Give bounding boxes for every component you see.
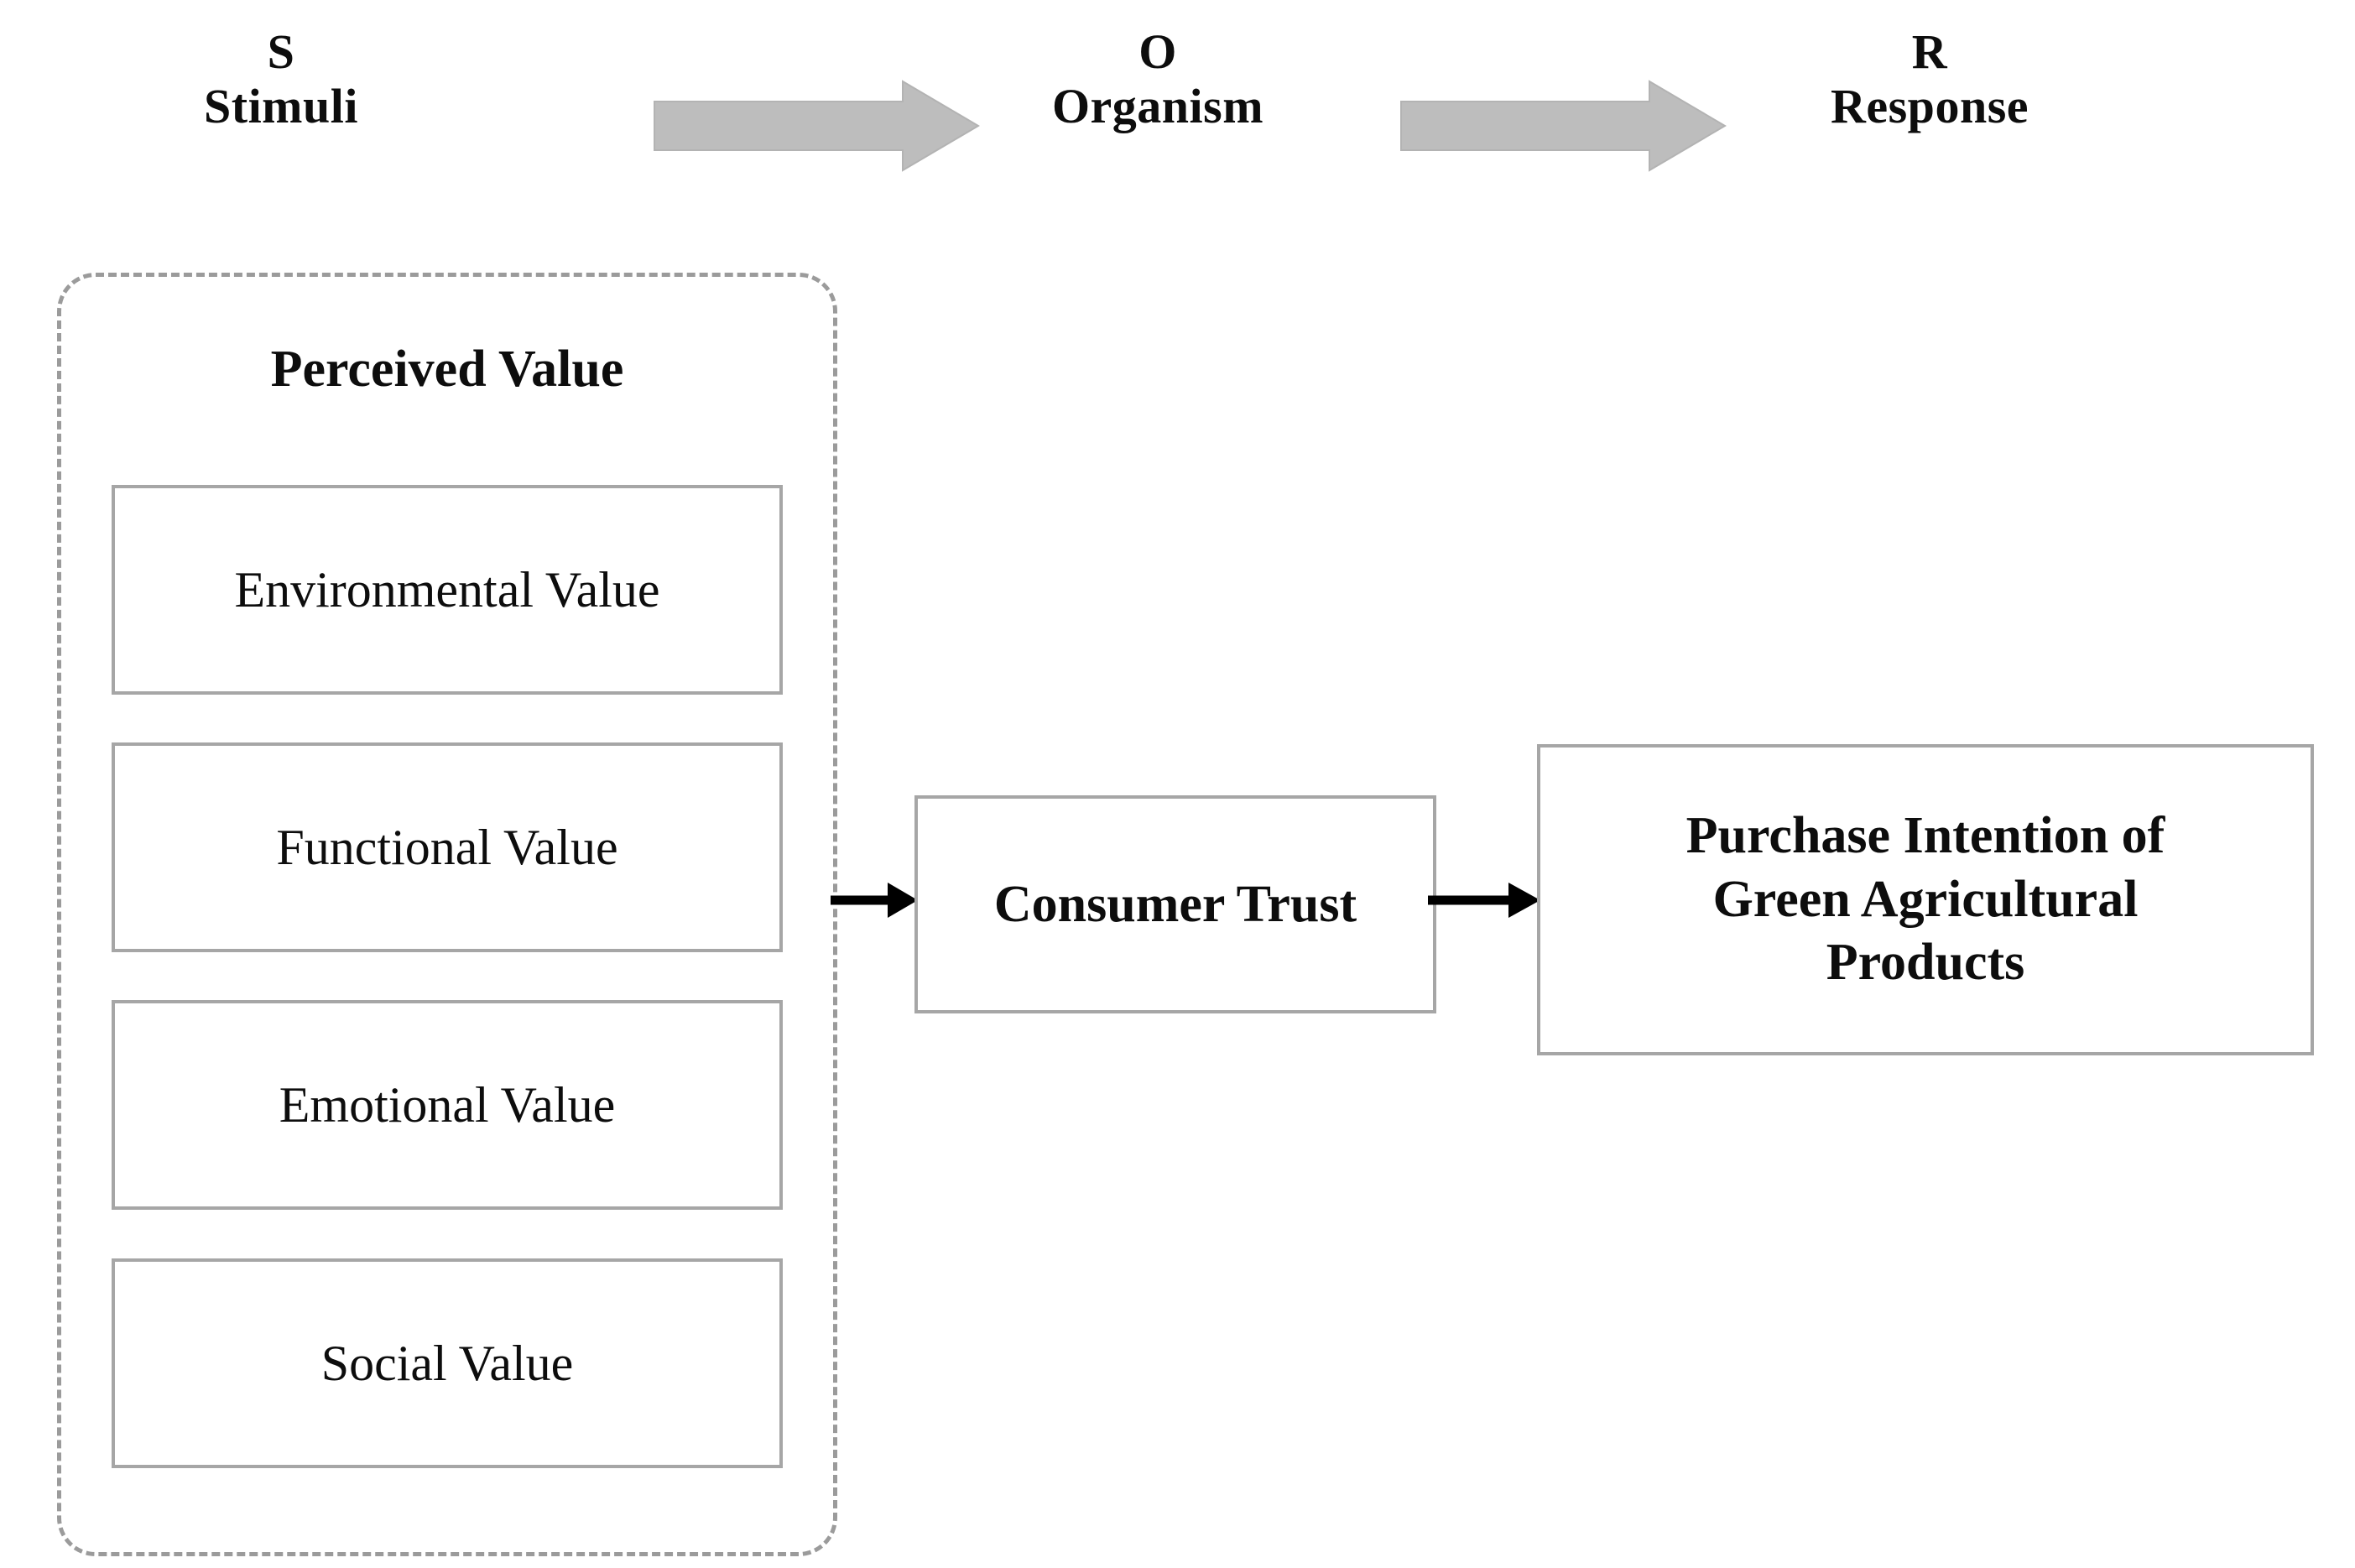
stage-word-organism: Organism — [1051, 78, 1264, 133]
stage-letter-o: O — [1138, 24, 1177, 79]
stage-label-organism: O Organism — [982, 24, 1334, 134]
purchase-intention-box[interactable]: Purchase Intention of Green Agricultural… — [1537, 744, 2314, 1055]
consumer-trust-label: Consumer Trust — [993, 875, 1357, 933]
value-box-environmental-label: Environmental Value — [234, 561, 660, 617]
value-box-functional[interactable]: Functional Value — [112, 742, 783, 952]
stage-word-response: Response — [1830, 78, 2029, 133]
stage-letter-r: R — [1911, 24, 1948, 79]
purchase-intention-line-3: Products — [1826, 934, 2025, 992]
purchase-intention-line-2: Green Agricultural — [1712, 870, 2139, 928]
value-box-emotional[interactable]: Emotional Value — [112, 1000, 783, 1210]
arrow-consumer-trust-to-purchase-intention — [1428, 883, 1540, 918]
value-box-functional-label: Functional Value — [276, 819, 618, 875]
stage-label-stimuli: S Stimuli — [126, 24, 436, 134]
block-arrow-stimuli-to-organism — [654, 80, 980, 172]
stage-letter-s: S — [267, 24, 295, 79]
stage-label-response: R Response — [1753, 24, 2106, 134]
value-box-environmental[interactable]: Environmental Value — [112, 485, 783, 695]
value-box-social-label: Social Value — [320, 1335, 574, 1391]
consumer-trust-box[interactable]: Consumer Trust — [914, 795, 1436, 1013]
stage-word-stimuli: Stimuli — [204, 78, 358, 133]
perceived-value-group — [57, 273, 837, 1556]
value-box-emotional-label: Emotional Value — [279, 1076, 616, 1133]
block-arrow-organism-to-response — [1400, 80, 1727, 172]
value-box-social[interactable]: Social Value — [112, 1258, 783, 1468]
purchase-intention-line-1: Purchase Intention of — [1685, 807, 2165, 865]
perceived-value-title: Perceived Value — [270, 341, 624, 398]
arrow-perceived-value-to-consumer-trust — [831, 883, 918, 918]
